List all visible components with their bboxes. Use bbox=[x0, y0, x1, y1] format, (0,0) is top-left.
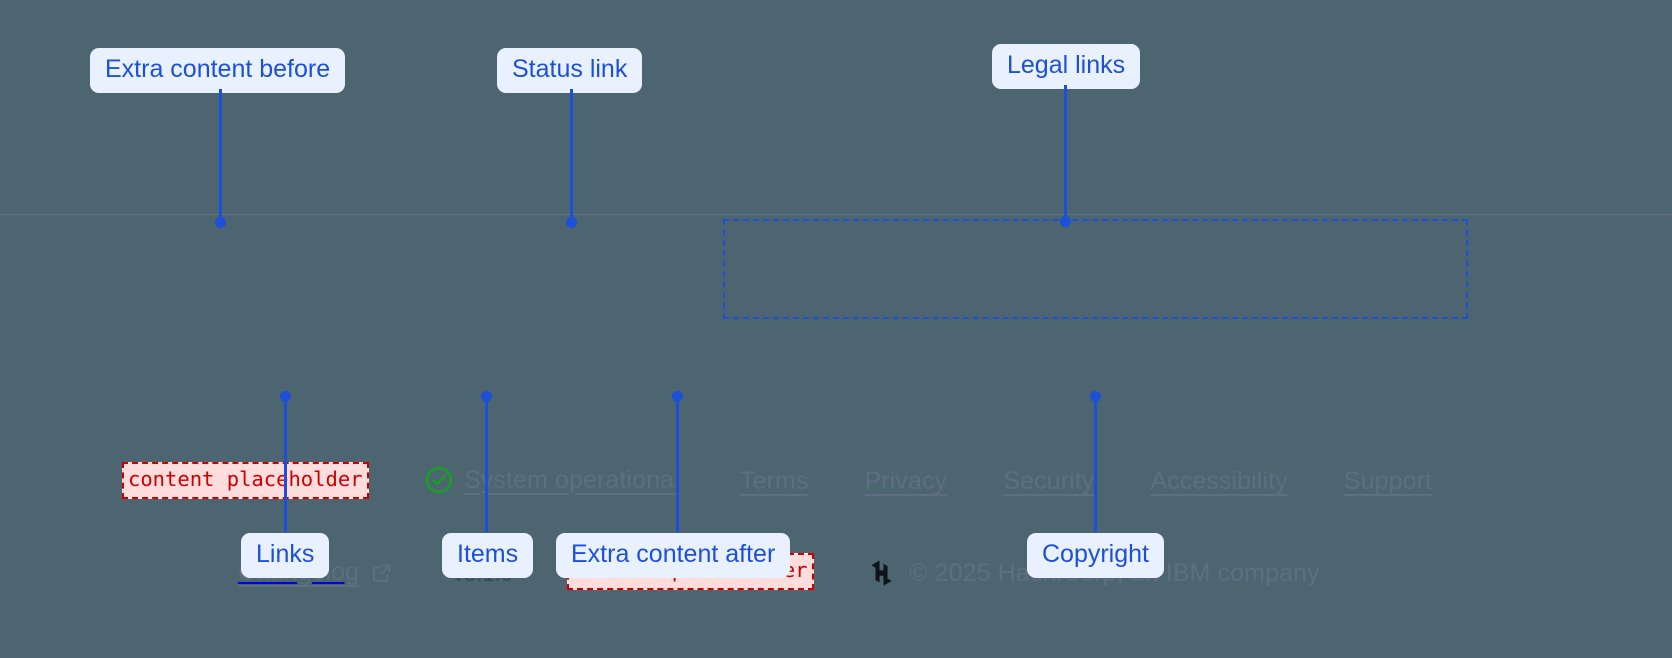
leader-line-extra-content-before bbox=[219, 89, 222, 221]
leader-dot-items bbox=[481, 391, 492, 402]
leader-line-extra-content-after bbox=[676, 399, 679, 532]
legal-link-accessibility[interactable]: Accessibility bbox=[1150, 467, 1288, 495]
leader-dot-links bbox=[280, 391, 291, 402]
callout-status-link: Status link bbox=[497, 48, 643, 93]
leader-dot-copyright bbox=[1090, 391, 1101, 402]
legal-link-terms[interactable]: Terms bbox=[740, 467, 809, 495]
leader-line-copyright bbox=[1094, 399, 1097, 532]
leader-dot-extra-content-after bbox=[672, 391, 683, 402]
status-link-label: System operational bbox=[464, 465, 680, 494]
legal-link-privacy[interactable]: Privacy bbox=[864, 467, 948, 495]
leader-line-status-link bbox=[570, 89, 573, 221]
check-circle-icon bbox=[424, 465, 454, 495]
callout-items: Items bbox=[442, 533, 534, 578]
leader-dot-legal-links bbox=[1060, 216, 1071, 227]
legal-link-support[interactable]: Support bbox=[1343, 467, 1433, 495]
leader-line-legal-links bbox=[1064, 85, 1067, 221]
footer-top-row bbox=[0, 215, 1672, 327]
leader-line-items bbox=[485, 399, 488, 532]
external-link-icon bbox=[370, 561, 394, 585]
site-footer: content placeholder System operational T… bbox=[0, 214, 1672, 658]
status-link[interactable]: System operational bbox=[424, 465, 680, 495]
leader-dot-status-link bbox=[566, 217, 577, 228]
hashicorp-logo bbox=[868, 559, 895, 588]
callout-links: Links bbox=[241, 533, 330, 578]
callout-legal-links: Legal links bbox=[992, 44, 1141, 89]
footer-bottom-row bbox=[0, 327, 1672, 417]
callout-extra-content-before: Extra content before bbox=[90, 48, 346, 93]
legal-links-nav: Terms Privacy Security Accessibility Sup… bbox=[740, 467, 1432, 496]
callout-copyright: Copyright bbox=[1027, 533, 1164, 578]
callout-extra-content-after: Extra content after bbox=[556, 533, 791, 578]
leader-dot-extra-content-before bbox=[215, 217, 226, 228]
leader-line-links bbox=[284, 399, 287, 532]
extra-content-before-placeholder: content placeholder bbox=[122, 462, 369, 499]
legal-link-security[interactable]: Security bbox=[1003, 467, 1095, 495]
